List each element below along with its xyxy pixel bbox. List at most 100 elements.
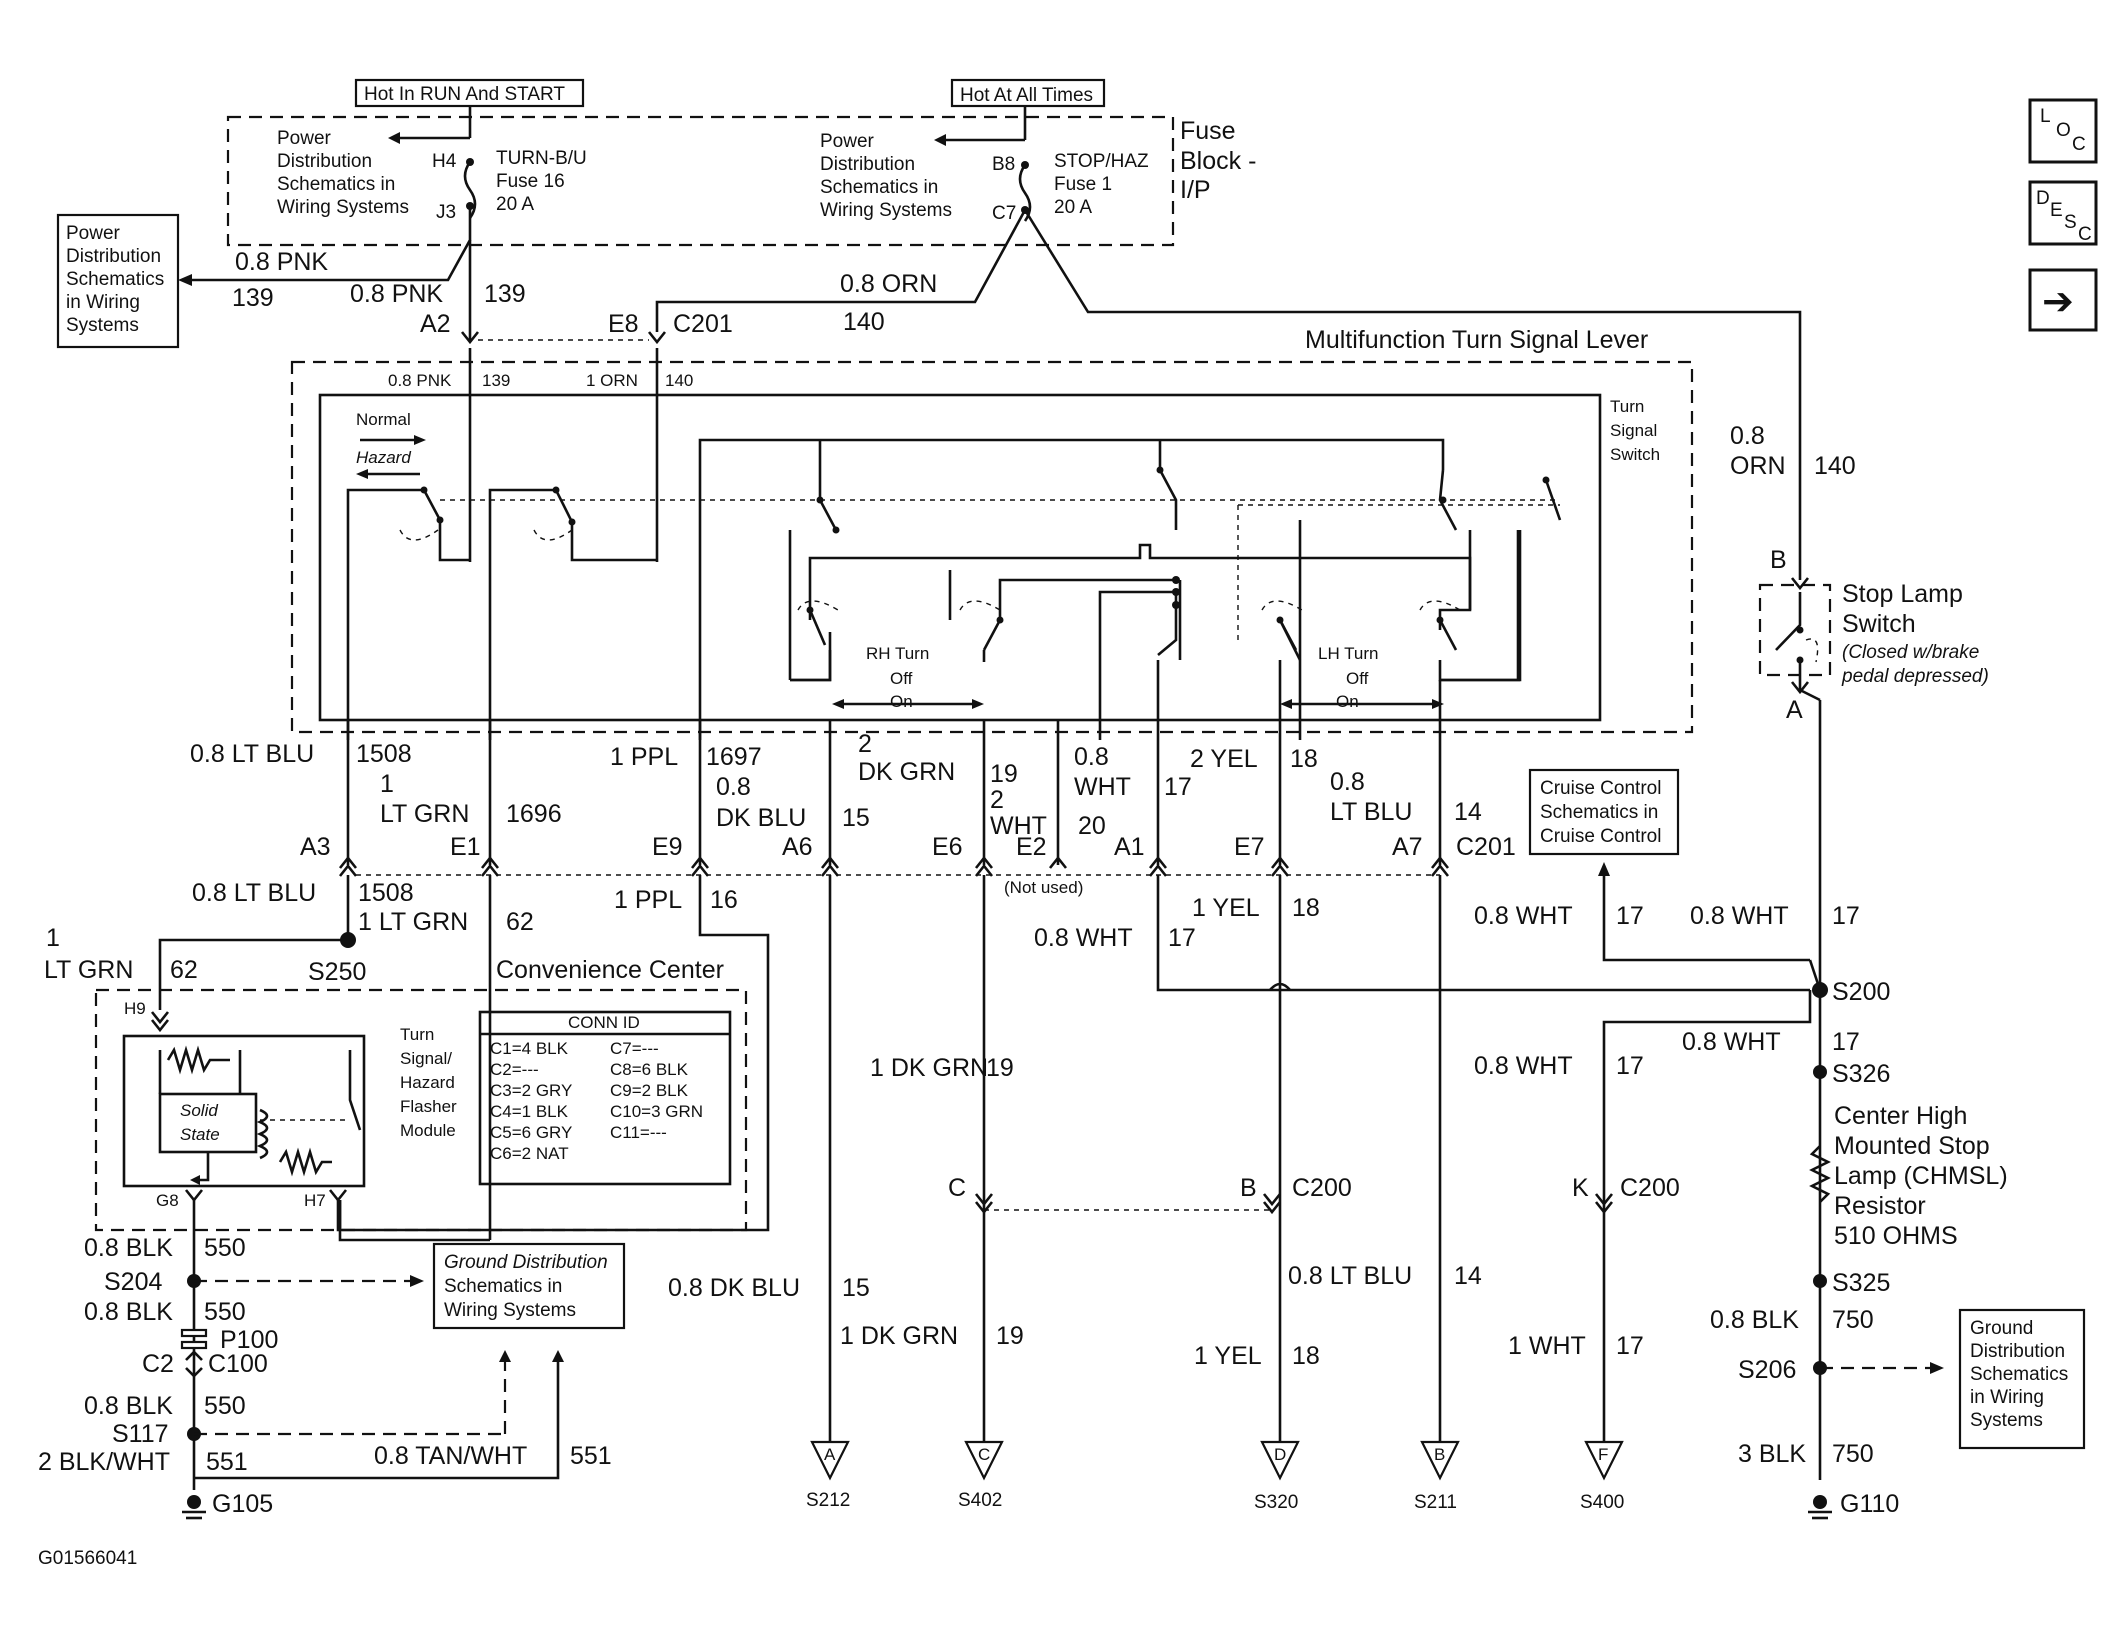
s326-splice	[1813, 1065, 1827, 1079]
wire-b-1ppl: 1 PPL	[614, 886, 682, 914]
splice-s250: S250	[308, 958, 366, 986]
stop-lamp-pin-b: B	[1770, 546, 1787, 574]
fuse-block-label-3: I/P	[1180, 176, 1211, 204]
splice-s117: S117	[112, 1420, 169, 1448]
conn-c8: C8=6 BLK	[610, 1060, 689, 1079]
circuit-g-550: 550	[204, 1234, 246, 1262]
c200-label: C200	[1292, 1174, 1352, 1202]
wire-r-08: 0.8	[1730, 422, 1765, 450]
fuse16-label-2: Fuse 16	[496, 171, 565, 192]
wire-lo-1wht: 1 WHT	[1508, 1332, 1586, 1360]
solid-state-label-2: State	[180, 1125, 220, 1144]
fuse-block-label-2: Block -	[1180, 147, 1256, 175]
wire-b-08ltblu: 0.8 LT BLU	[192, 879, 316, 907]
conn-c11: C11=---	[610, 1123, 667, 1142]
circuit-17-a: 17	[1164, 773, 1192, 801]
figure-id: G01566041	[38, 1548, 137, 1569]
circuit-1697: 1697	[706, 743, 762, 771]
ground-g110: G110	[1840, 1490, 1899, 1518]
rh-off-label: Off	[890, 669, 913, 688]
circuit-139-a: 139	[232, 284, 274, 312]
flasher-label-2: Signal/	[400, 1049, 452, 1068]
connector-c201-top: C201	[673, 310, 733, 338]
wire-b-08wht-a: 0.8 WHT	[1034, 924, 1133, 952]
gd2-text-3: Schematics	[1970, 1364, 2068, 1385]
stop-lamp-label-3: (Closed w/brake	[1842, 642, 1979, 663]
conn-c6: C6=2 NAT	[490, 1144, 569, 1163]
loc-button[interactable]: L O C	[2028, 98, 2098, 164]
circuit-19-a: 19	[990, 760, 1018, 788]
circuit-lo-19: 19	[996, 1322, 1024, 1350]
wire-l-1: 1	[46, 924, 60, 952]
connector-e8: E8	[608, 310, 639, 338]
circuit-r-750: 750	[1832, 1306, 1874, 1334]
pin-a7: A7	[1392, 833, 1423, 861]
wire-g-08blk: 0.8 BLK	[84, 1234, 173, 1262]
wire-2-a: 2	[858, 730, 872, 758]
in-08pnk: 0.8 PNK	[388, 371, 452, 390]
arrow-right-icon: ➔	[2042, 279, 2074, 323]
convenience-center-outline	[94, 988, 748, 1232]
wire-m-08wht: 0.8 WHT	[1682, 1028, 1781, 1056]
turn-signal-switch-box	[318, 393, 1602, 722]
desc-button[interactable]: D E S C	[2028, 180, 2098, 246]
stop-lamp-label-2: Switch	[1842, 610, 1916, 638]
stop-lamp-label-1: Stop Lamp	[1842, 580, 1963, 608]
in-1orn: 1 ORN	[586, 371, 638, 390]
wire-08-c: 0.8	[1330, 768, 1365, 796]
pin-g8: G8	[156, 1191, 179, 1210]
ref-s400: S400	[1580, 1492, 1624, 1513]
c200-chevrons	[974, 1193, 1614, 1215]
pin-j3: J3	[436, 202, 456, 223]
next-button[interactable]: ➔	[2028, 268, 2098, 332]
tri-b: B	[1434, 1445, 1445, 1464]
conn-c4: C4=1 BLK	[490, 1102, 569, 1121]
splice-s326: S326	[1832, 1060, 1890, 1088]
wire-r-08blk: 0.8 BLK	[1710, 1306, 1799, 1334]
loc-letter-l: L	[2040, 106, 2051, 127]
rh-turn-label: RH Turn	[866, 644, 929, 663]
chmsl-resistor-symbol	[1809, 1145, 1831, 1203]
conn-c1: C1=4 BLK	[490, 1039, 569, 1058]
circuit-b-17-a: 17	[1168, 924, 1196, 952]
pin-h9: H9	[124, 999, 146, 1018]
wire-g-2blkwht: 2 BLK/WHT	[38, 1448, 170, 1476]
chmsl-label-5: 510 OHMS	[1834, 1222, 1958, 1250]
fuse16-label-3: 20 A	[496, 194, 534, 215]
gd-text-1: Ground Distribution	[444, 1252, 608, 1273]
circuit-g-550-c: 550	[204, 1392, 246, 1420]
tss-label-2: Signal	[1610, 421, 1657, 440]
c200-pin-k: K	[1572, 1174, 1589, 1202]
pd-left-text-3: Schematics in	[277, 174, 395, 195]
tri-a: A	[824, 1445, 836, 1464]
circuit-m-17: 17	[1832, 1028, 1860, 1056]
wire-08ltblu-1508: 0.8 LT BLU	[190, 740, 314, 768]
wire-08-a: 0.8	[716, 773, 751, 801]
switch-internal-wiring	[346, 438, 1562, 740]
ground-distribution-box	[432, 1242, 626, 1330]
circuit-g-551-b: 551	[570, 1442, 612, 1470]
s325-splice	[1813, 1274, 1827, 1288]
circuit-18-a: 18	[1290, 745, 1318, 773]
c201-connector-chevrons	[338, 855, 1450, 877]
connector-c100: C100	[208, 1350, 268, 1378]
pd-left-text-4: Wiring Systems	[277, 197, 409, 218]
circuit-lo-15: 15	[842, 1274, 870, 1302]
wire-1ppl: 1 PPL	[610, 743, 678, 771]
loc-letter-o: O	[2056, 120, 2071, 141]
conn-c3: C3=2 GRY	[490, 1081, 572, 1100]
gd2-text-2: Distribution	[1970, 1341, 2065, 1362]
pin-e2: E2	[1016, 833, 1047, 861]
chmsl-label-2: Mounted Stop	[1834, 1132, 1990, 1160]
pd-box-text-1: Power	[66, 223, 121, 244]
circuit-r-750-b: 750	[1832, 1440, 1874, 1468]
tri-d: D	[1274, 1445, 1286, 1464]
pd-box-text-4: in Wiring	[66, 292, 140, 313]
pd-right-text-1: Power	[820, 131, 875, 152]
circuit-b-17-cc: 17	[1616, 902, 1644, 930]
wire-ltgrn-a: LT GRN	[380, 800, 469, 828]
pin-a1: A1	[1114, 833, 1145, 861]
gd2-text-5: Systems	[1970, 1410, 2043, 1431]
